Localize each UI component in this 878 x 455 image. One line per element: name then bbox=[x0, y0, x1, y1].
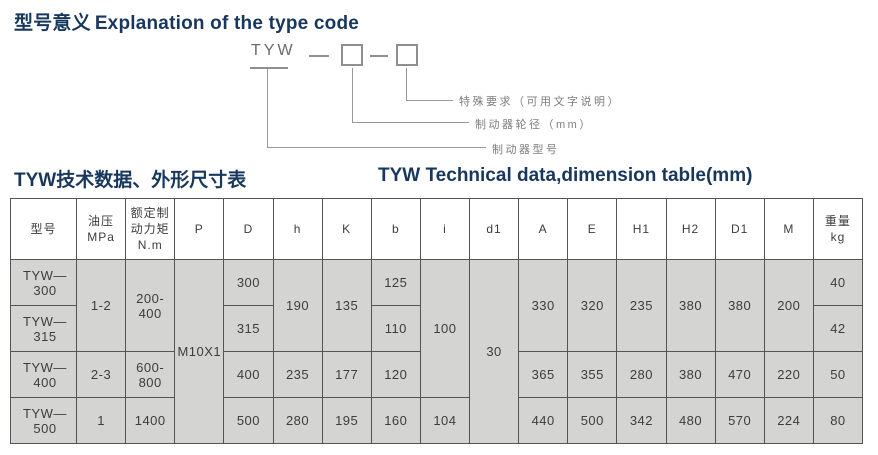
cell-P: M10X1 bbox=[174, 259, 225, 444]
header-A: A bbox=[518, 198, 569, 260]
cell-torque: 1400 bbox=[125, 397, 176, 444]
cell-E: 500 bbox=[567, 397, 618, 444]
cell-model: TYW—500 bbox=[10, 397, 77, 444]
dash-separator bbox=[370, 55, 388, 57]
cell-E: 355 bbox=[567, 351, 618, 398]
cell-i: 100 bbox=[419, 259, 471, 398]
header-K: K bbox=[321, 198, 372, 260]
leader-line-diameter bbox=[352, 68, 469, 123]
cell-b: 125 bbox=[370, 259, 421, 306]
page-title-zh: 型号意义 bbox=[14, 13, 91, 34]
cell-D: 500 bbox=[223, 397, 274, 444]
cell-H2: 380 bbox=[665, 259, 716, 352]
header-weight: 重量 kg bbox=[812, 198, 864, 260]
cell-model: TYW—315 bbox=[10, 305, 77, 352]
cell-M: 220 bbox=[763, 351, 814, 398]
type-code-diagram: TYW 特殊要求（可用文字说明） 制动器轮径（mm） 制动器型号 bbox=[0, 0, 878, 198]
cell-h: 280 bbox=[272, 397, 323, 444]
header-i: i bbox=[419, 198, 471, 260]
cell-pressure: 1 bbox=[75, 397, 127, 444]
cell-torque: 600-800 bbox=[125, 351, 176, 398]
code-placeholder-box-2 bbox=[396, 44, 418, 66]
cell-D: 300 bbox=[223, 259, 274, 306]
cell-d1: 30 bbox=[468, 259, 520, 444]
cell-H1: 280 bbox=[616, 351, 667, 398]
table-row-tyw-400: TYW—400 2-3 600-800 400 235 177 120 365 … bbox=[10, 351, 864, 398]
cell-H1: 235 bbox=[616, 259, 667, 352]
code-placeholder-box-1 bbox=[341, 44, 363, 66]
cell-pressure: 1-2 bbox=[75, 259, 127, 352]
table-header-row: 型号 油压 MPa 额定制 动力矩 N.m P D h K b i d1 A E… bbox=[10, 198, 864, 260]
cell-H2: 480 bbox=[665, 397, 716, 444]
cell-weight: 42 bbox=[812, 305, 864, 352]
cell-A: 440 bbox=[518, 397, 569, 444]
header-d1: d1 bbox=[468, 198, 520, 260]
diagram-label-special-requirements: 特殊要求（可用文字说明） bbox=[459, 96, 621, 108]
cell-A: 330 bbox=[518, 259, 569, 352]
dash-separator bbox=[309, 55, 329, 57]
header-D: D bbox=[223, 198, 274, 260]
cell-D: 315 bbox=[223, 305, 274, 352]
cell-K: 135 bbox=[321, 259, 372, 352]
cell-torque: 200-400 bbox=[125, 259, 176, 352]
technical-data-table: 型号 油压 MPa 额定制 动力矩 N.m P D h K b i d1 A E… bbox=[10, 198, 864, 444]
header-D1: D1 bbox=[714, 198, 765, 260]
header-E: E bbox=[567, 198, 618, 260]
table-row-tyw-300: TYW—300 1-2 200-400 M10X1 300 190 135 12… bbox=[10, 259, 864, 444]
table-section-title-en: TYW Technical data,dimension table(mm) bbox=[378, 165, 753, 186]
header-rated-torque: 额定制 动力矩 N.m bbox=[125, 198, 176, 260]
cell-weight: 40 bbox=[812, 259, 864, 306]
cell-D: 400 bbox=[223, 351, 274, 398]
cell-M: 200 bbox=[763, 259, 814, 352]
header-oil-pressure: 油压 MPa bbox=[75, 198, 127, 260]
header-H2: H2 bbox=[665, 198, 716, 260]
header-h: h bbox=[272, 198, 323, 260]
cell-b: 160 bbox=[370, 397, 421, 444]
leader-line-model bbox=[267, 69, 486, 148]
cell-b: 120 bbox=[370, 351, 421, 398]
header-P: P bbox=[174, 198, 225, 260]
table-section-title-zh: TYW技术数据、外形尺寸表 bbox=[14, 170, 247, 191]
cell-i: 104 bbox=[419, 397, 471, 444]
header-H1: H1 bbox=[616, 198, 667, 260]
cell-A: 365 bbox=[518, 351, 569, 398]
cell-H2: 380 bbox=[665, 351, 716, 398]
type-code-prefix: TYW bbox=[251, 42, 296, 59]
diagram-label-wheel-diameter: 制动器轮径（mm） bbox=[475, 119, 593, 131]
cell-D1: 380 bbox=[714, 259, 765, 352]
leader-line-special bbox=[406, 68, 453, 101]
cell-pressure: 2-3 bbox=[75, 351, 127, 398]
cell-h: 190 bbox=[272, 259, 323, 352]
cell-H1: 342 bbox=[616, 397, 667, 444]
table-row-tyw-500: TYW—500 1 1400 500 280 195 160 104 440 5… bbox=[10, 397, 864, 444]
type-code-underline bbox=[250, 67, 288, 69]
header-b: b bbox=[370, 198, 421, 260]
cell-D1: 570 bbox=[714, 397, 765, 444]
cell-h: 235 bbox=[272, 351, 323, 398]
cell-weight: 80 bbox=[812, 397, 864, 444]
cell-model: TYW—400 bbox=[10, 351, 77, 398]
cell-K: 195 bbox=[321, 397, 372, 444]
cell-D1: 470 bbox=[714, 351, 765, 398]
header-model: 型号 bbox=[10, 198, 77, 260]
header-M: M bbox=[763, 198, 814, 260]
cell-weight: 50 bbox=[812, 351, 864, 398]
page-title-en: Explanation of the type code bbox=[94, 13, 360, 34]
diagram-label-brake-model: 制动器型号 bbox=[492, 144, 560, 156]
cell-K: 177 bbox=[321, 351, 372, 398]
cell-b: 110 bbox=[370, 305, 421, 352]
cell-E: 320 bbox=[567, 259, 618, 352]
cell-M: 224 bbox=[763, 397, 814, 444]
cell-model: TYW—300 bbox=[10, 259, 77, 306]
